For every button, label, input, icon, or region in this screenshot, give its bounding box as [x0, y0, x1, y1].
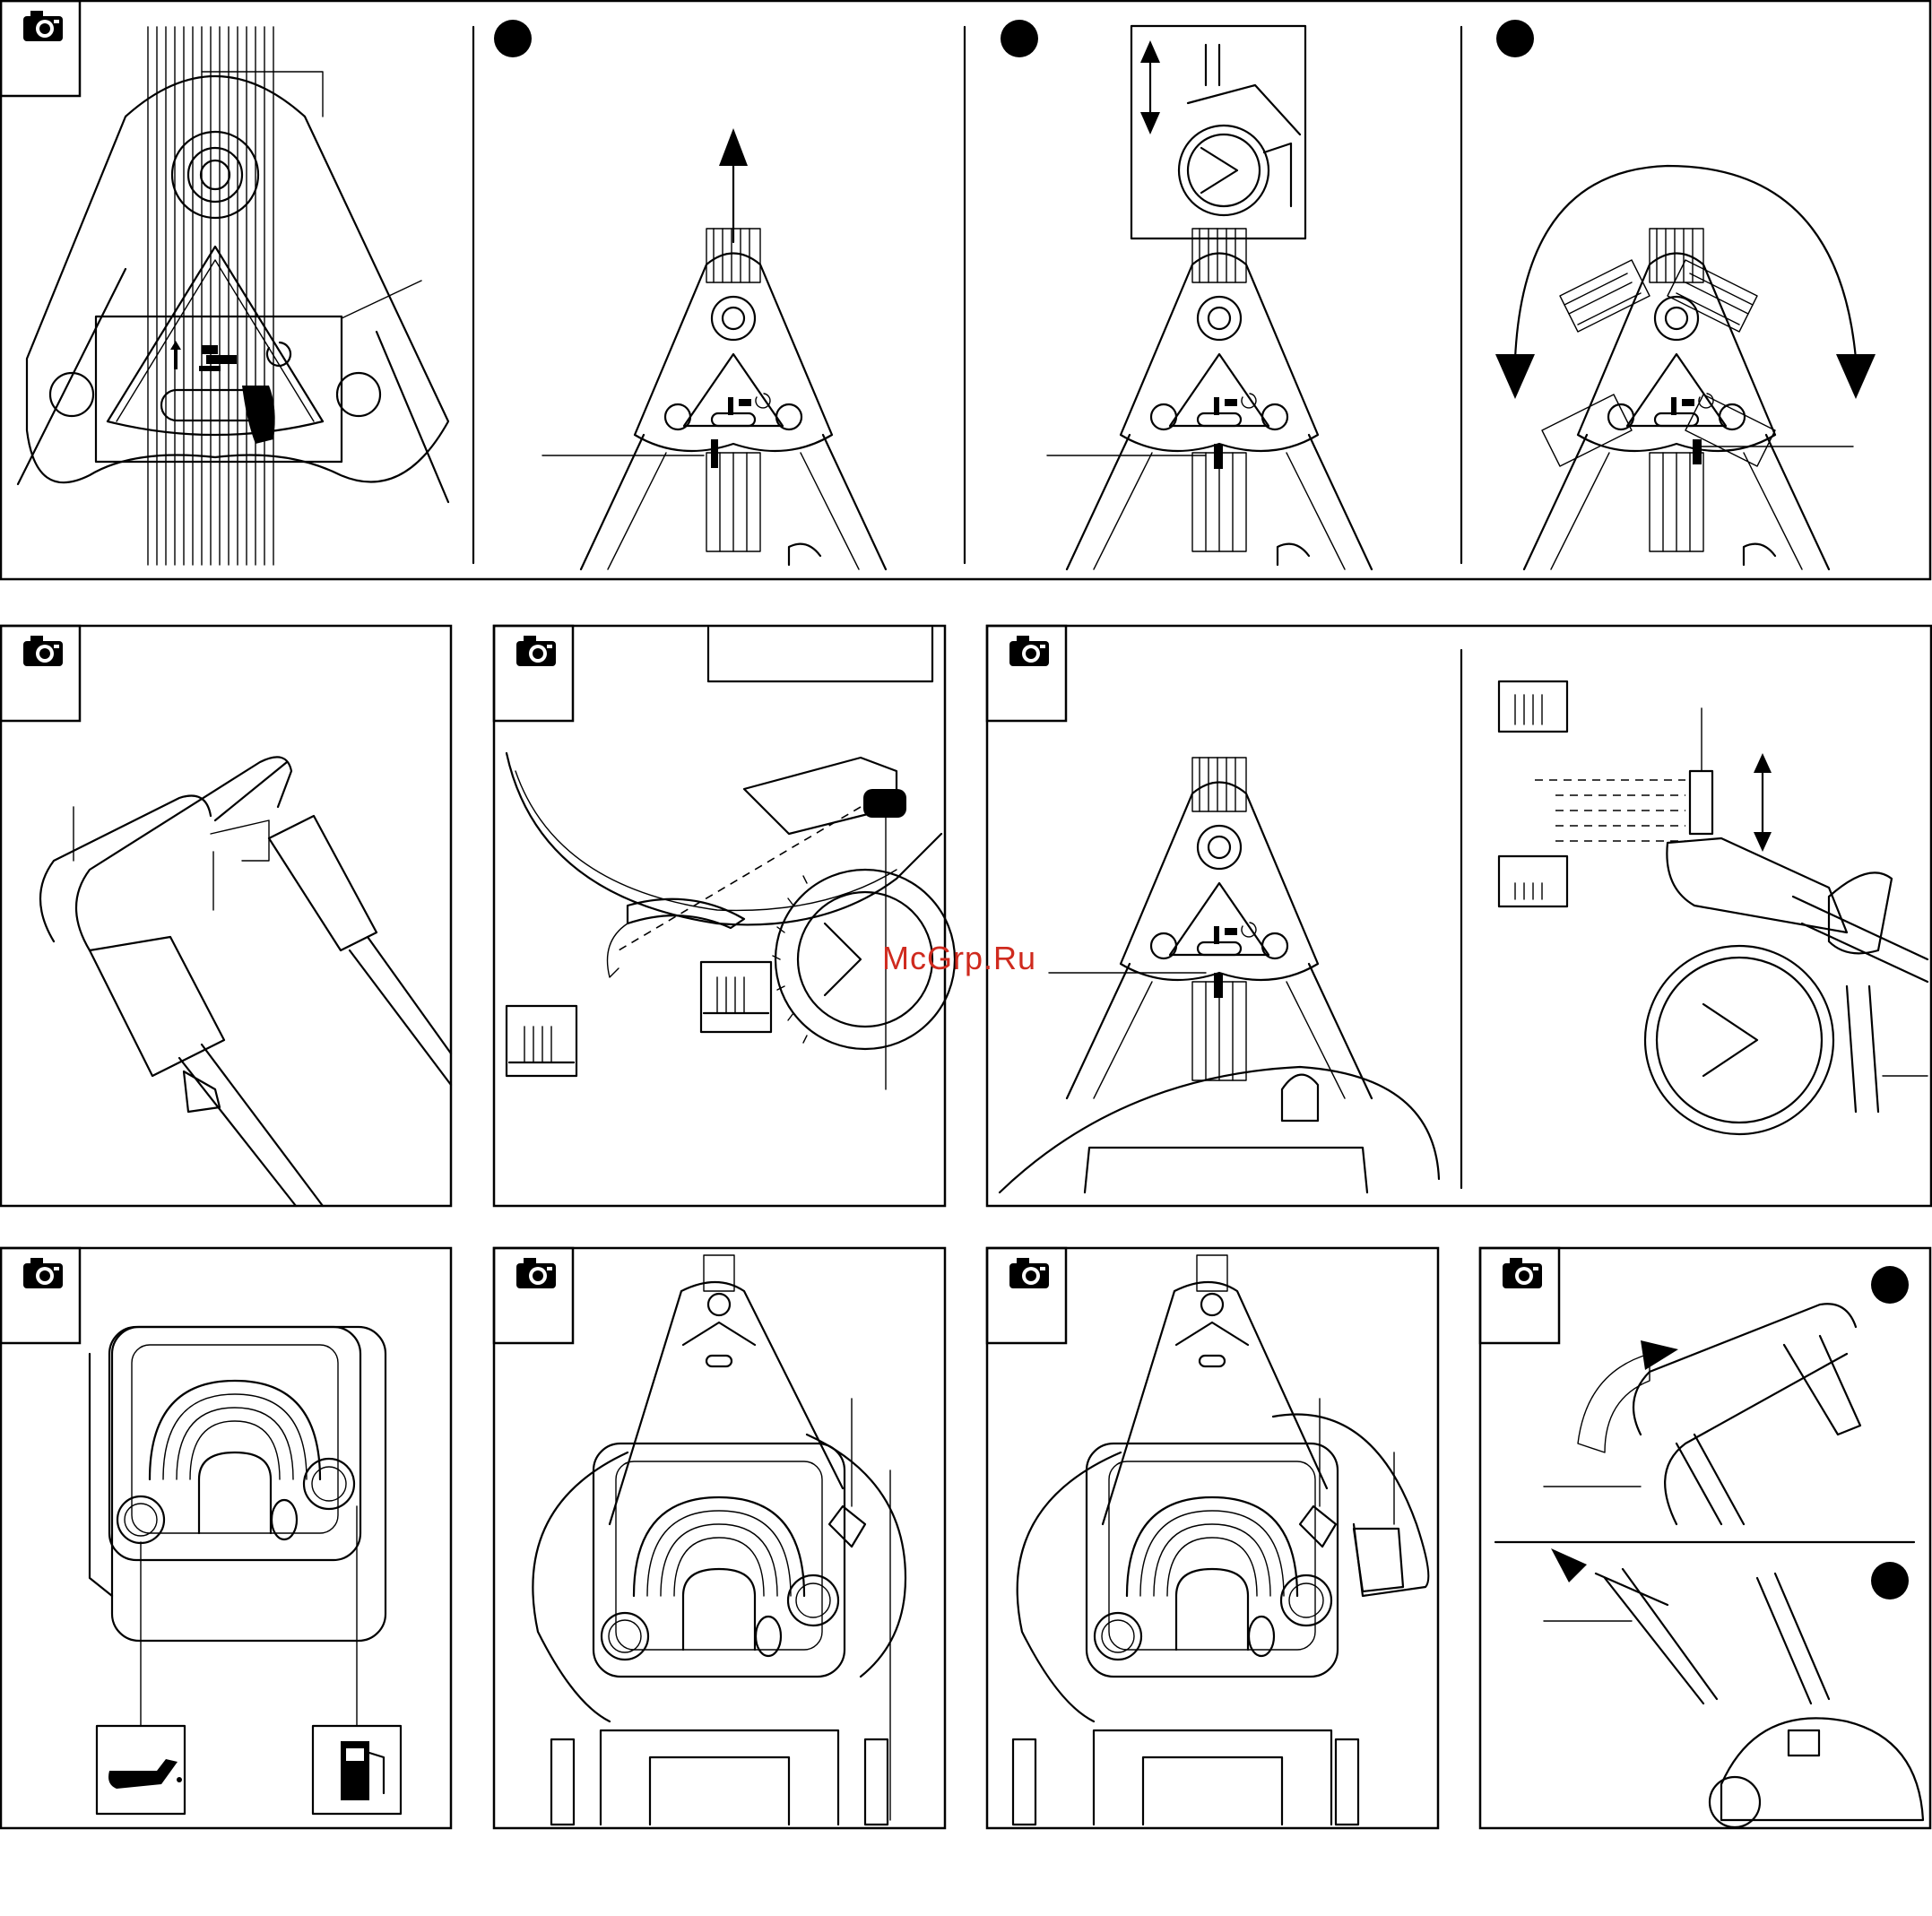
- arrow-up-icon: [719, 128, 748, 166]
- panel-engine-top-oil-fuel: [1, 1248, 451, 1828]
- camera-icon: [516, 636, 556, 666]
- panel-starting: [1480, 1248, 1930, 1828]
- panel-lever-step-1: [494, 20, 886, 569]
- rotate-right-arrow-icon: [1836, 354, 1876, 399]
- camera-icon: [516, 1258, 556, 1288]
- step-marker-icon: [1496, 20, 1534, 57]
- height-adjust-icon: [701, 962, 771, 1032]
- panel-rear-view-2: [987, 1248, 1438, 1828]
- choke-icon: [1789, 1730, 1819, 1756]
- panel-lever-step-3: [1495, 20, 1876, 569]
- watermark: McGrp.Ru: [882, 940, 1036, 977]
- step-marker-icon: [1001, 20, 1038, 57]
- panel-lever-step-2: [1001, 20, 1372, 569]
- camera-icon: [1009, 636, 1049, 666]
- camera-icon: [1009, 1258, 1049, 1288]
- panel-height-knob: [494, 626, 955, 1206]
- panel-handle-assembly: [1, 626, 451, 1206]
- panel-lever-close-up: [1, 1, 448, 565]
- step-marker-icon: [494, 20, 532, 57]
- step-marker-icon: [1871, 1562, 1909, 1600]
- rotate-left-arrow-icon: [1495, 354, 1535, 399]
- camera-icon: [23, 636, 63, 666]
- height-adjust-knob-icon: [863, 789, 906, 818]
- panel-height-setting: [987, 626, 1931, 1206]
- row-1-frame: [1, 1, 1930, 579]
- panel-rear-view-1: [494, 1248, 945, 1828]
- camera-icon: [23, 11, 63, 41]
- camera-icon: [23, 1258, 63, 1288]
- height-adjust-icon: [507, 1006, 576, 1076]
- step-marker-icon: [1871, 1266, 1909, 1304]
- camera-icon: [1503, 1258, 1542, 1288]
